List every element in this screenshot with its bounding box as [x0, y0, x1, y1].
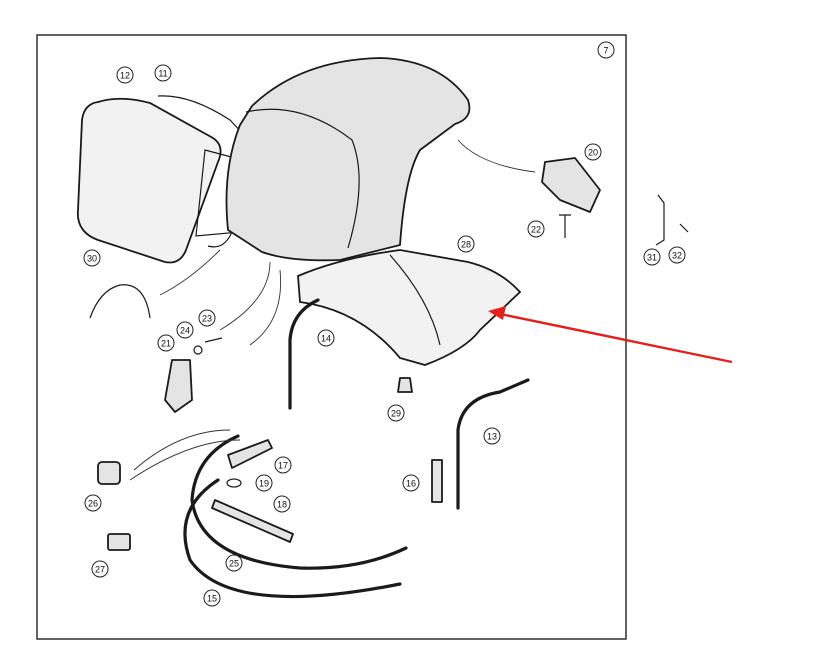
- callout-31: 31: [643, 248, 661, 266]
- highlight-arrow: [499, 312, 733, 364]
- callout-13: 13: [483, 427, 501, 445]
- callout-label: 19: [259, 479, 269, 489]
- part-latch: [164, 359, 193, 413]
- part-seal-25: [190, 434, 408, 570]
- callout-23: 23: [198, 309, 216, 327]
- part-rear-window: [76, 97, 222, 264]
- callout-label: 22: [531, 225, 541, 235]
- callout-label: 23: [202, 314, 212, 324]
- callout-16: 16: [402, 474, 420, 492]
- highlight-arrowhead: [488, 306, 506, 320]
- callout-label: 25: [229, 559, 239, 569]
- part-seal-15: [183, 478, 402, 599]
- callout-label: 14: [321, 334, 331, 344]
- callout-label: 21: [161, 339, 171, 349]
- part-soft-top: [225, 57, 471, 262]
- callout-22: 22: [527, 220, 545, 238]
- part-strip-18: [211, 499, 294, 543]
- part-clip-29: [397, 377, 413, 393]
- part-rear-panel: [297, 249, 522, 366]
- callout-label: 31: [647, 253, 657, 263]
- callout-label: 12: [120, 71, 130, 81]
- part-bolt-23: [204, 337, 223, 343]
- callout-label: 24: [180, 326, 190, 336]
- callout-label: 28: [461, 240, 471, 250]
- callout-19: 19: [255, 474, 273, 492]
- callout-32: 32: [668, 246, 686, 264]
- part-hinge-bracket: [541, 157, 601, 213]
- callout-label: 7: [603, 46, 608, 56]
- callout-27: 27: [91, 560, 109, 578]
- callout-label: 11: [158, 69, 167, 79]
- callout-label: 15: [207, 594, 217, 604]
- leader-lines: [129, 139, 536, 481]
- part-switch-27: [107, 533, 131, 551]
- part-plate-16: [431, 459, 443, 503]
- part-screw-32: [679, 223, 689, 233]
- callout-21: 21: [157, 334, 175, 352]
- callout-label: 30: [87, 254, 97, 264]
- callout-label: 29: [391, 409, 401, 419]
- callout-30: 30: [83, 249, 101, 267]
- part-rear-panel-crease: [389, 254, 441, 346]
- part-grommet-19: [226, 478, 242, 488]
- callout-label: 32: [672, 251, 682, 261]
- part-washer-24: [193, 345, 203, 355]
- callout-25: 25: [225, 554, 243, 572]
- callout-12: 12: [116, 66, 134, 84]
- callout-label: 26: [88, 499, 98, 509]
- callout-label: 18: [277, 500, 287, 510]
- sheet-number-callout: 7: [597, 41, 615, 59]
- diagram-frame: [36, 34, 627, 640]
- callout-29: 29: [387, 404, 405, 422]
- callout-label: 16: [406, 479, 416, 489]
- callout-14: 14: [317, 329, 335, 347]
- callout-label: 20: [588, 148, 598, 158]
- callout-20: 20: [584, 143, 602, 161]
- part-bolt-22: [559, 214, 571, 238]
- part-cable: [89, 284, 151, 319]
- callout-label: 27: [95, 565, 105, 575]
- part-connector-26: [97, 461, 121, 485]
- callout-28: 28: [457, 235, 475, 253]
- part-bow-rail-right: [456, 378, 530, 510]
- callout-label: 17: [278, 461, 288, 471]
- callout-label: 13: [487, 432, 497, 442]
- part-trim-17: [227, 439, 273, 469]
- callout-18: 18: [273, 495, 291, 513]
- callout-24: 24: [176, 321, 194, 339]
- callout-11: 11: [154, 64, 172, 82]
- part-bracket-31: [655, 194, 665, 246]
- part-soft-top-edge: [245, 108, 360, 249]
- callout-15: 15: [203, 589, 221, 607]
- callout-17: 17: [274, 456, 292, 474]
- callout-26: 26: [84, 494, 102, 512]
- part-bow-rail-left: [288, 298, 320, 410]
- callout-group: 7 11 12 13 14 15 16 17 18 19 20 21 22 23 24 25 26 27 28 29 3…: [83, 41, 686, 607]
